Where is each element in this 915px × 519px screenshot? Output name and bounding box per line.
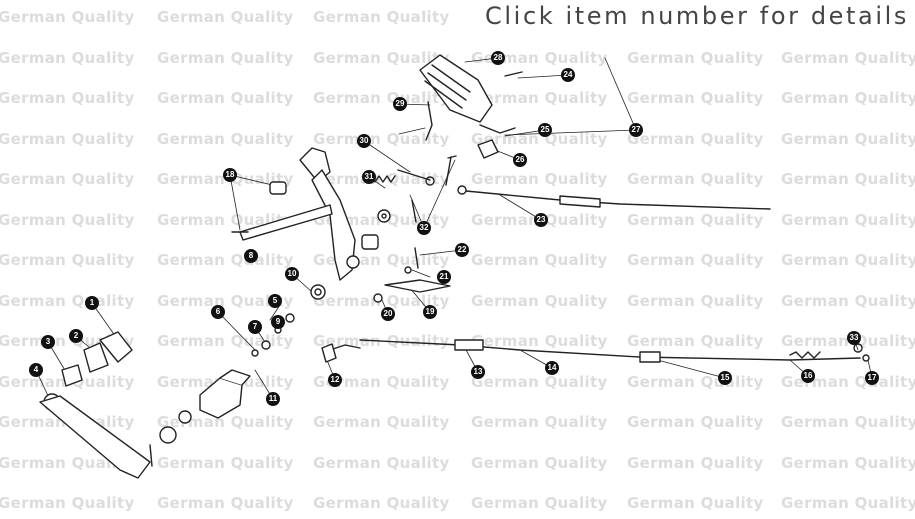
callout-badge-25[interactable]: 25 xyxy=(538,123,552,137)
callout-badge-23[interactable]: 23 xyxy=(534,213,548,227)
callout-badge-11[interactable]: 11 xyxy=(266,392,280,406)
mid-linkage xyxy=(251,247,451,357)
callout-badge-8[interactable]: 8 xyxy=(244,249,258,263)
callout-badge-10[interactable]: 10 xyxy=(285,267,299,281)
accelerator-cable xyxy=(457,185,771,210)
callout-badge-32[interactable]: 32 xyxy=(417,221,431,235)
accelerator-pad xyxy=(419,54,523,159)
clutch-assembly xyxy=(39,331,251,479)
callout-badge-18[interactable]: 18 xyxy=(223,168,237,182)
callout-badge-33[interactable]: 33 xyxy=(847,331,861,345)
callout-badge-29[interactable]: 29 xyxy=(393,97,407,111)
callout-badge-16[interactable]: 16 xyxy=(801,369,815,383)
callout-badge-12[interactable]: 12 xyxy=(328,373,342,387)
upper-linkage xyxy=(374,101,457,223)
callout-badge-13[interactable]: 13 xyxy=(471,365,485,379)
callout-badge-22[interactable]: 22 xyxy=(455,243,469,257)
callout-badge-28[interactable]: 28 xyxy=(491,51,505,65)
callout-badge-9[interactable]: 9 xyxy=(271,315,285,329)
callout-badge-6[interactable]: 6 xyxy=(211,305,225,319)
callout-badge-1[interactable]: 1 xyxy=(85,296,99,310)
callout-badge-26[interactable]: 26 xyxy=(513,153,527,167)
callout-badge-3[interactable]: 3 xyxy=(41,335,55,349)
callout-badge-5[interactable]: 5 xyxy=(268,294,282,308)
pedal-arm xyxy=(239,147,391,281)
callout-badge-24[interactable]: 24 xyxy=(561,68,575,82)
header-instruction: Click item number for details xyxy=(485,2,909,30)
callout-badge-14[interactable]: 14 xyxy=(545,361,559,375)
callout-badge-2[interactable]: 2 xyxy=(69,329,83,343)
callout-badge-27[interactable]: 27 xyxy=(629,123,643,137)
leader-lines xyxy=(35,57,873,401)
clutch-cable xyxy=(321,339,870,363)
callout-badge-19[interactable]: 19 xyxy=(423,305,437,319)
callout-badge-30[interactable]: 30 xyxy=(357,134,371,148)
callout-badge-17[interactable]: 17 xyxy=(865,371,879,385)
callout-badge-31[interactable]: 31 xyxy=(362,170,376,184)
callout-badge-20[interactable]: 20 xyxy=(381,307,395,321)
callout-badge-7[interactable]: 7 xyxy=(248,320,262,334)
callout-badge-15[interactable]: 15 xyxy=(718,371,732,385)
callout-badge-4[interactable]: 4 xyxy=(29,363,43,377)
callout-badge-21[interactable]: 21 xyxy=(437,270,451,284)
